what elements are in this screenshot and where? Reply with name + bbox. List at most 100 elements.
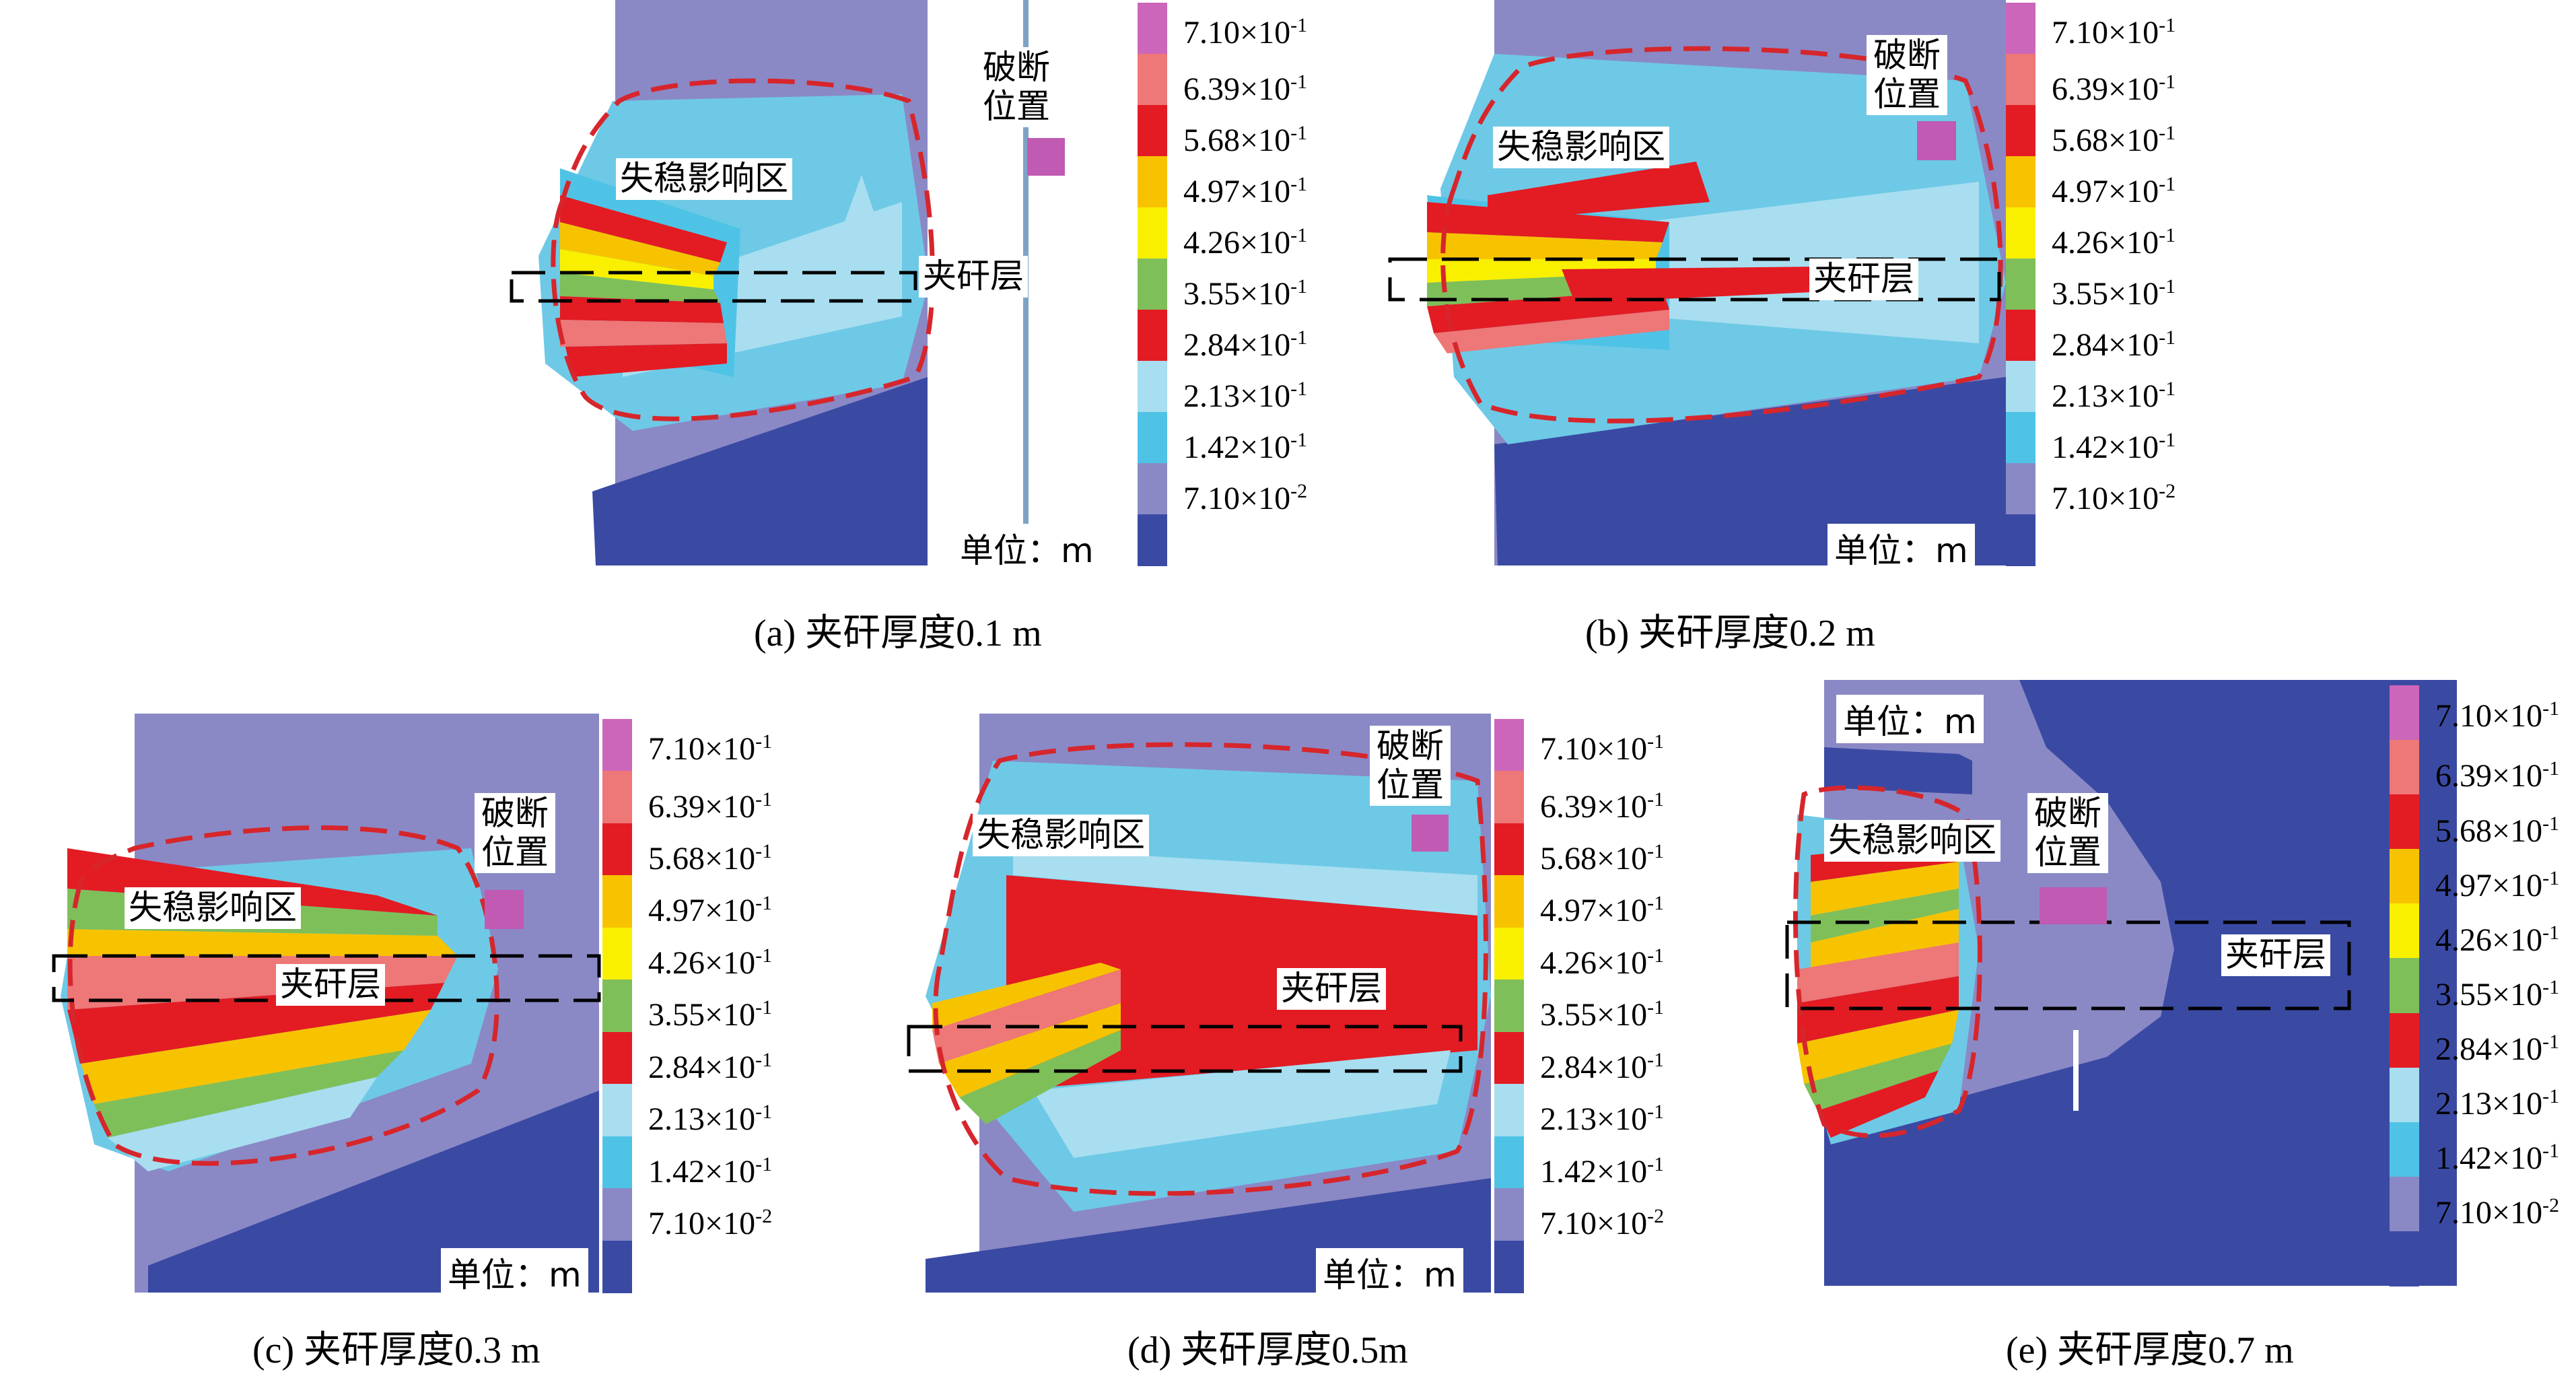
unit-label: 单位：m bbox=[1316, 1248, 1463, 1297]
legend-tick-label: 2.84×10-1 bbox=[648, 1048, 773, 1085]
legend-swatch bbox=[2390, 958, 2419, 1014]
legend-tick-label: 2.13×10-1 bbox=[1540, 1101, 1665, 1138]
fracture-position-label: 破断位置 bbox=[1867, 35, 1947, 115]
legend-tick-label: 5.68×10-1 bbox=[1540, 840, 1665, 877]
legend-swatch bbox=[602, 1136, 632, 1190]
legend-swatch bbox=[2390, 740, 2419, 796]
legend-swatch bbox=[2006, 3, 2035, 55]
legend-swatch bbox=[2006, 259, 2035, 310]
legend-tick-label: 5.68×10-1 bbox=[2052, 121, 2176, 158]
legend-swatch bbox=[1138, 361, 1167, 413]
legend-swatch bbox=[2390, 903, 2419, 959]
legend-swatch bbox=[2390, 1012, 2419, 1068]
legend-swatch bbox=[2390, 794, 2419, 850]
legend-tick-label: 1.42×10-1 bbox=[1183, 428, 1308, 465]
legend-tick-label: 7.10×10-1 bbox=[1540, 730, 1665, 767]
legend-swatch bbox=[2006, 310, 2035, 362]
legend-tick-label: 1.42×10-1 bbox=[1540, 1153, 1665, 1190]
unit-label: 单位：m bbox=[1836, 695, 1984, 743]
fracture-position-label: 破断位置 bbox=[1370, 726, 1451, 806]
interlayer-label: 夹矸层 bbox=[919, 256, 1028, 298]
legend-tick-label: 6.39×10-1 bbox=[1183, 70, 1308, 107]
legend-tick-label: 3.55×10-1 bbox=[2052, 275, 2176, 312]
fracture-position-marker bbox=[485, 890, 524, 929]
legend-swatch bbox=[1138, 514, 1167, 566]
legend-tick-label: 6.39×10-1 bbox=[2435, 757, 2560, 794]
legend-tick-label: 7.10×10-2 bbox=[1183, 479, 1308, 516]
instability-zone-label: 失稳影响区 bbox=[1824, 820, 2000, 862]
legend-swatch bbox=[1138, 412, 1167, 464]
contour-plot-e bbox=[1785, 680, 2457, 1286]
legend-swatch bbox=[1138, 310, 1167, 362]
legend-swatch bbox=[602, 927, 632, 981]
fracture-position-marker bbox=[2040, 887, 2107, 924]
legend-tick-label: 1.42×10-1 bbox=[2052, 428, 2176, 465]
instability-zone-label: 失稳影响区 bbox=[973, 815, 1149, 856]
legend-tick-label: 7.10×10-2 bbox=[2435, 1194, 2560, 1231]
legend-swatch bbox=[602, 823, 632, 877]
legend-swatch bbox=[1494, 823, 1524, 877]
legend-swatch bbox=[1494, 1084, 1524, 1137]
legend-tick-label: 7.10×10-2 bbox=[648, 1205, 773, 1242]
fracture-position-marker bbox=[1027, 138, 1065, 176]
legend-tick-label: 3.55×10-1 bbox=[1183, 275, 1308, 312]
legend-swatch bbox=[1494, 719, 1524, 772]
fracture-position-label: 破断位置 bbox=[2027, 793, 2108, 873]
fracture-position-label: 破断位置 bbox=[976, 47, 1057, 127]
legend-swatch bbox=[602, 875, 632, 928]
legend-tick-label: 5.68×10-1 bbox=[2435, 812, 2560, 849]
legend-swatch bbox=[1494, 1136, 1524, 1190]
fracture-position-marker bbox=[1917, 121, 1956, 160]
legend-swatch bbox=[2390, 1067, 2419, 1123]
unit-label: 单位：m bbox=[953, 524, 1101, 572]
legend-swatch bbox=[602, 980, 632, 1033]
legend-swatch bbox=[1138, 3, 1167, 55]
legend-tick-label: 6.39×10-1 bbox=[648, 788, 773, 825]
contour-plot-d bbox=[907, 714, 1491, 1293]
legend-tick-label: 7.10×10-2 bbox=[1540, 1205, 1665, 1242]
legend-tick-label: 2.84×10-1 bbox=[2435, 1030, 2560, 1067]
legend-swatch bbox=[1138, 259, 1167, 310]
legend-tick-label: 2.84×10-1 bbox=[2052, 326, 2176, 363]
legend-swatch bbox=[1494, 1188, 1524, 1241]
caption-c: (c) 夹矸厚度0.3 m bbox=[252, 1330, 541, 1371]
interlayer-label: 夹矸层 bbox=[276, 964, 385, 1006]
legend-tick-label: 4.97×10-1 bbox=[648, 892, 773, 929]
legend-swatch bbox=[602, 719, 632, 772]
legend-swatch bbox=[602, 1188, 632, 1241]
legend-swatch bbox=[2390, 849, 2419, 905]
legend-tick-label: 4.26×10-1 bbox=[1183, 224, 1308, 261]
interlayer-label: 夹矸层 bbox=[1809, 259, 1918, 300]
legend-tick-label: 4.26×10-1 bbox=[2052, 224, 2176, 261]
legend-tick-label: 7.10×10-2 bbox=[2052, 479, 2176, 516]
legend-swatch bbox=[1138, 105, 1167, 157]
instability-zone-label: 失稳影响区 bbox=[125, 887, 301, 929]
legend-swatch bbox=[1138, 54, 1167, 106]
legend-tick-label: 2.13×10-1 bbox=[648, 1101, 773, 1138]
legend-tick-label: 5.68×10-1 bbox=[648, 840, 773, 877]
legend-tick-label: 3.55×10-1 bbox=[2435, 975, 2560, 1012]
instability-zone-label: 失稳影响区 bbox=[1493, 127, 1669, 168]
legend-tick-label: 2.13×10-1 bbox=[2052, 377, 2176, 414]
legend-tick-label: 2.13×10-1 bbox=[2435, 1085, 2560, 1122]
fracture-position-label: 破断位置 bbox=[475, 793, 555, 873]
contour-plot-a bbox=[510, 0, 1029, 565]
legend-swatch bbox=[2006, 361, 2035, 413]
legend-tick-label: 4.97×10-1 bbox=[1540, 892, 1665, 929]
legend-swatch bbox=[1138, 463, 1167, 515]
legend-tick-label: 7.10×10-1 bbox=[2435, 697, 2560, 734]
legend-tick-label: 7.10×10-1 bbox=[1183, 13, 1308, 50]
legend-tick-label: 4.26×10-1 bbox=[648, 944, 773, 981]
caption-b: (b) 夹矸厚度0.2 m bbox=[1585, 613, 1875, 654]
legend-swatch bbox=[2390, 1122, 2419, 1177]
unit-label: 单位：m bbox=[441, 1248, 588, 1297]
legend-swatch bbox=[1494, 771, 1524, 824]
legend-swatch bbox=[602, 1084, 632, 1137]
legend-swatch bbox=[2006, 412, 2035, 464]
caption-e: (e) 夹矸厚度0.7 m bbox=[2006, 1330, 2294, 1371]
legend-swatch bbox=[1494, 1031, 1524, 1085]
